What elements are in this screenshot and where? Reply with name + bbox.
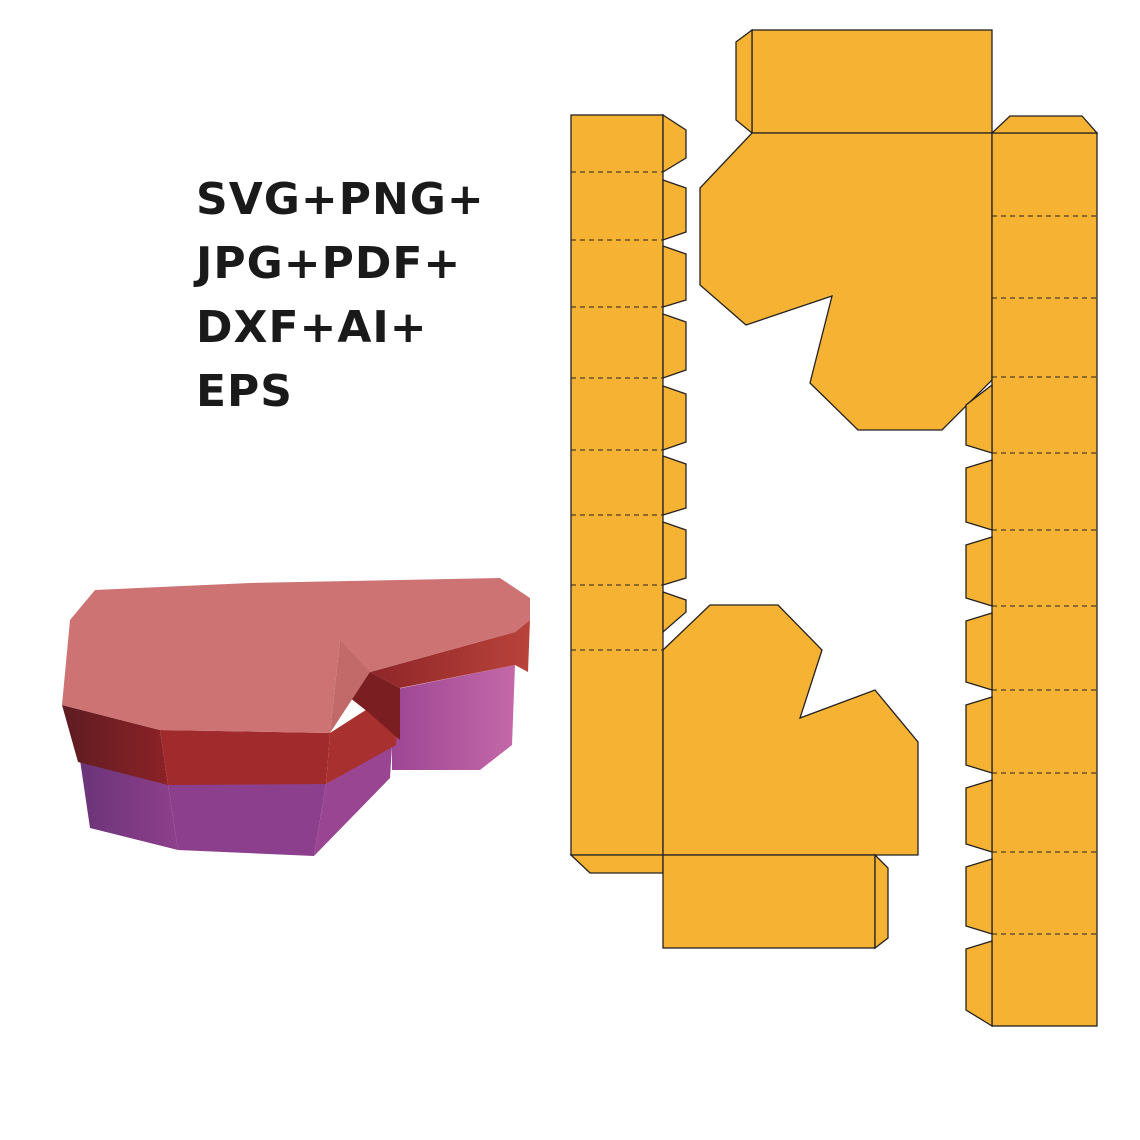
box-side-front <box>168 784 326 856</box>
format-line-2: JPG+PDF+ <box>196 238 462 289</box>
box-side-right <box>392 665 515 770</box>
lid-band-right <box>370 620 530 688</box>
format-line-3: DXF+AI+ <box>196 302 428 353</box>
heart-box-3d-render <box>62 578 530 856</box>
format-line-1: SVG+PNG+ <box>196 174 485 225</box>
lid-top-shade <box>330 640 370 733</box>
file-formats-list: SVG+PNG+ JPG+PDF+ DXF+AI+ EPS <box>196 168 485 424</box>
lid-band-front <box>160 730 330 785</box>
heart-box-template <box>569 28 1099 1028</box>
base-heart-panel <box>662 604 919 950</box>
right-side-strip <box>965 115 1099 1028</box>
box-side-front-right <box>314 746 392 856</box>
lid-top <box>62 578 530 733</box>
format-line-4: EPS <box>196 366 293 417</box>
lid-band-left <box>62 705 168 785</box>
lid-heart-panel <box>699 28 993 431</box>
box-side-left <box>80 760 178 850</box>
left-side-strip <box>569 113 687 874</box>
